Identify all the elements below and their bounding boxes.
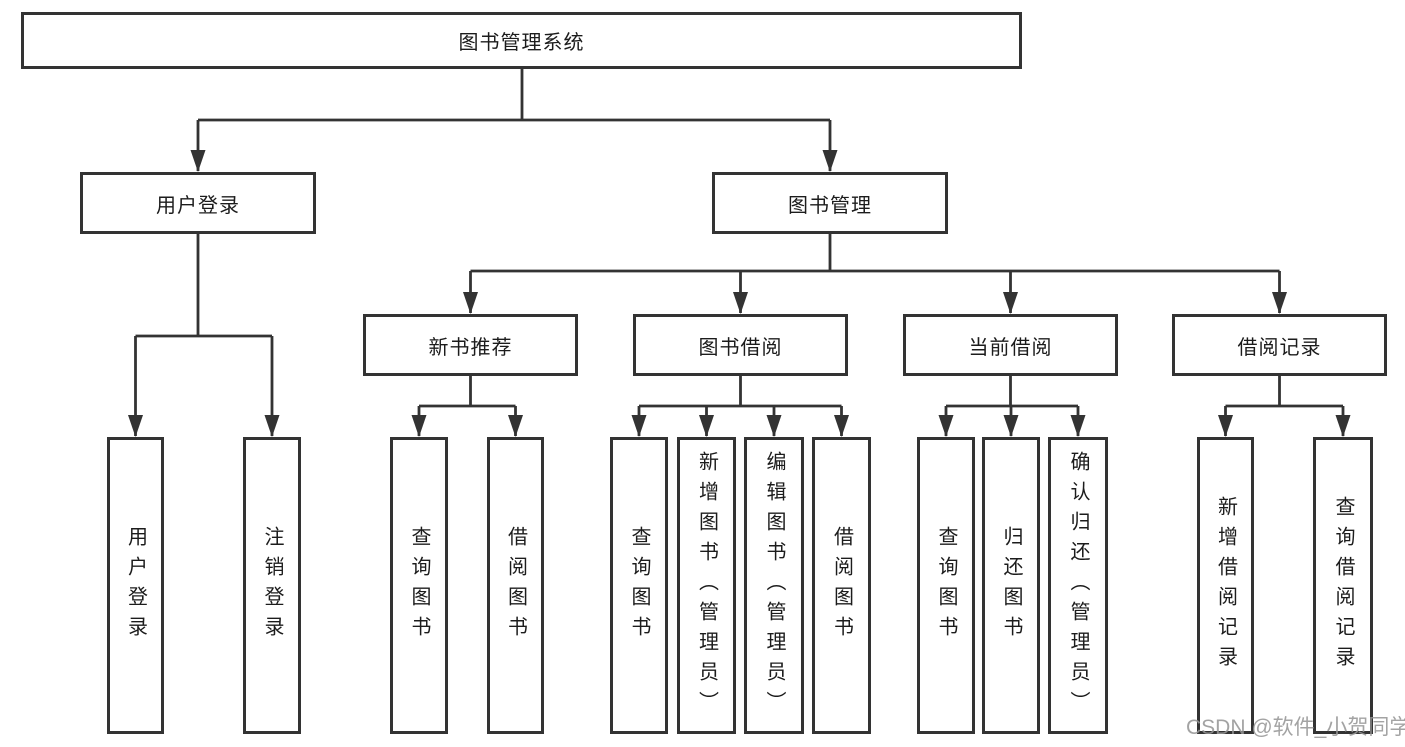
node-label: 图书管理系统 (458, 32, 585, 54)
node-label: 新书推荐 (428, 336, 513, 359)
node-label: 用户登录 (124, 525, 147, 646)
node-label: 注销登录 (261, 525, 283, 646)
node-label: 借阅图书 (504, 525, 527, 646)
node-label: 新增图书（管理员） (695, 450, 718, 721)
leaf-confirm-return-admin: 确认归还（管理员） (1048, 437, 1108, 734)
node-label: 新增借阅记录 (1214, 495, 1237, 676)
leaf-borrow-books-borrowing: 借阅图书 (812, 437, 871, 734)
node-label: 归还图书 (1000, 525, 1022, 646)
node-label: 查询图书 (935, 525, 957, 646)
node-label: 用户登录 (156, 194, 240, 217)
csdn-watermark: CSDN @软件_小贺同学 (1186, 716, 1405, 739)
node-library-management-system: 图书管理系统 (21, 12, 1022, 69)
node-label: 当前借阅 (968, 336, 1053, 359)
node-label: 图书管理 (788, 194, 872, 217)
leaf-edit-book-admin: 编辑图书（管理员） (744, 437, 804, 734)
leaf-query-books-current: 查询图书 (917, 437, 975, 734)
leaf-user-login: 用户登录 (107, 437, 164, 734)
node-new-book-recommendation: 新书推荐 (363, 314, 578, 376)
leaf-logout: 注销登录 (243, 437, 301, 734)
node-book-management-branch: 图书管理 (712, 172, 948, 234)
node-label: 确认归还（管理员） (1067, 450, 1089, 721)
leaf-add-borrow-record: 新增借阅记录 (1197, 437, 1254, 734)
node-label: 查询图书 (408, 525, 430, 646)
leaf-borrow-books-recommend: 借阅图书 (487, 437, 544, 734)
node-borrowing-records: 借阅记录 (1172, 314, 1387, 376)
node-label: 借阅图书 (830, 525, 853, 646)
node-book-borrowing: 图书借阅 (633, 314, 848, 376)
node-label: 查询图书 (628, 525, 650, 646)
node-label: 查询借阅记录 (1332, 495, 1354, 676)
node-label: 图书借阅 (698, 336, 783, 359)
leaf-add-book-admin: 新增图书（管理员） (677, 437, 736, 734)
node-label: 借阅记录 (1237, 336, 1322, 359)
node-current-borrowing: 当前借阅 (903, 314, 1118, 376)
leaf-return-books: 归还图书 (982, 437, 1040, 734)
node-user-login-branch: 用户登录 (80, 172, 316, 234)
leaf-query-books-recommend: 查询图书 (390, 437, 448, 734)
node-label: 编辑图书（管理员） (763, 450, 785, 721)
leaf-query-books-borrowing: 查询图书 (610, 437, 668, 734)
leaf-query-borrow-record: 查询借阅记录 (1313, 437, 1373, 734)
